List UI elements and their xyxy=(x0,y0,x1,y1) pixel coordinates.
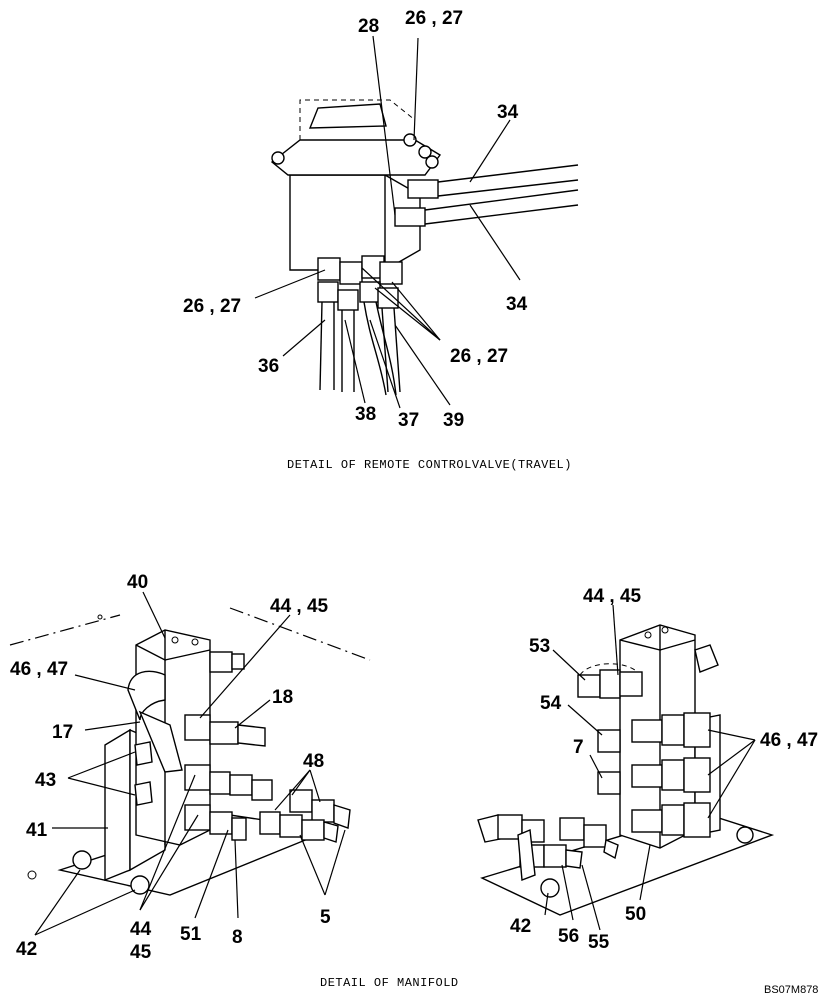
callout-26-27-left: 26 , 27 xyxy=(183,296,241,317)
callout-51: 51 xyxy=(180,924,202,945)
callout-28: 28 xyxy=(358,16,379,37)
callout-40: 40 xyxy=(127,572,148,593)
callout-46-47-right: 46 , 47 xyxy=(760,730,818,751)
callout-26-27-right: 26 , 27 xyxy=(450,346,508,367)
callout-56: 56 xyxy=(558,926,579,947)
callout-46-47-left: 46 , 47 xyxy=(10,659,68,680)
callout-50: 50 xyxy=(625,904,646,925)
callout-7: 7 xyxy=(573,737,584,758)
callout-36: 36 xyxy=(258,356,279,377)
manifold-right-drawing xyxy=(477,624,775,916)
callout-45-left: 45 xyxy=(130,942,152,963)
callout-43: 43 xyxy=(35,770,56,791)
callout-37: 37 xyxy=(398,410,419,431)
callout-53: 53 xyxy=(529,636,550,657)
callout-39: 39 xyxy=(443,410,464,431)
callout-34-top: 34 xyxy=(497,102,519,123)
callout-42-right: 42 xyxy=(510,916,531,937)
manifold-left-drawing xyxy=(9,607,371,896)
caption-remote-control-valve: DETAIL OF REMOTE CONTROLVALVE(TRAVEL) xyxy=(287,458,572,472)
callout-18: 18 xyxy=(272,687,293,708)
callout-26-27-top: 26 , 27 xyxy=(405,8,463,29)
callout-55: 55 xyxy=(588,932,610,953)
callout-41: 41 xyxy=(26,820,48,841)
left-leader-lines xyxy=(34,591,346,936)
callout-44-45-left: 44 , 45 xyxy=(270,596,329,617)
callout-8: 8 xyxy=(232,927,243,948)
callout-44-left: 44 xyxy=(130,919,152,940)
callout-34-bottom: 34 xyxy=(506,294,528,315)
drawing-code: BS07M878 xyxy=(764,984,818,996)
callout-38: 38 xyxy=(355,404,376,425)
top-leader-lines xyxy=(254,35,521,409)
remote-control-valve-drawing xyxy=(270,99,579,396)
callout-48: 48 xyxy=(303,751,324,772)
callout-5: 5 xyxy=(320,907,331,928)
callout-42-left: 42 xyxy=(16,939,37,960)
right-leader-lines xyxy=(544,604,756,931)
callout-54: 54 xyxy=(540,693,562,714)
caption-manifold: DETAIL OF MANIFOLD xyxy=(320,976,459,990)
callout-44-45-right: 44 , 45 xyxy=(583,586,642,607)
callout-17: 17 xyxy=(52,722,73,743)
